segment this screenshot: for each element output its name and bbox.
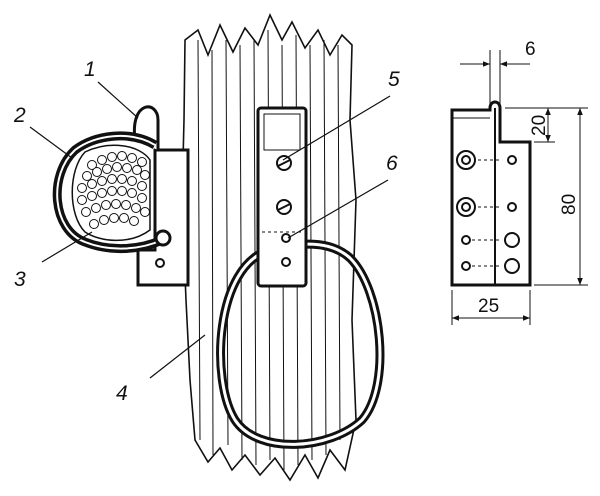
screw-icon bbox=[276, 155, 292, 171]
screw-icon bbox=[276, 199, 292, 215]
callout-5: 5 bbox=[388, 68, 400, 91]
dim-bottom-width: 25 bbox=[478, 296, 499, 317]
callout-1: 1 bbox=[84, 58, 96, 81]
mounting-plate bbox=[256, 106, 308, 288]
callout-3: 3 bbox=[14, 268, 26, 291]
callout-6: 6 bbox=[386, 152, 398, 175]
detail-plate-drawing bbox=[450, 50, 588, 325]
dim-upper-height: 20 bbox=[529, 115, 550, 136]
hole-icon bbox=[281, 233, 291, 243]
dim-total-height: 80 bbox=[559, 194, 580, 215]
callout-4: 4 bbox=[116, 382, 128, 405]
dim-top-width: 6 bbox=[525, 39, 536, 60]
ring bbox=[216, 239, 385, 449]
bracket-assembly bbox=[52, 105, 190, 287]
callout-2: 2 bbox=[13, 104, 26, 127]
leader-lines bbox=[29, 81, 391, 379]
hole-icon bbox=[281, 257, 291, 267]
